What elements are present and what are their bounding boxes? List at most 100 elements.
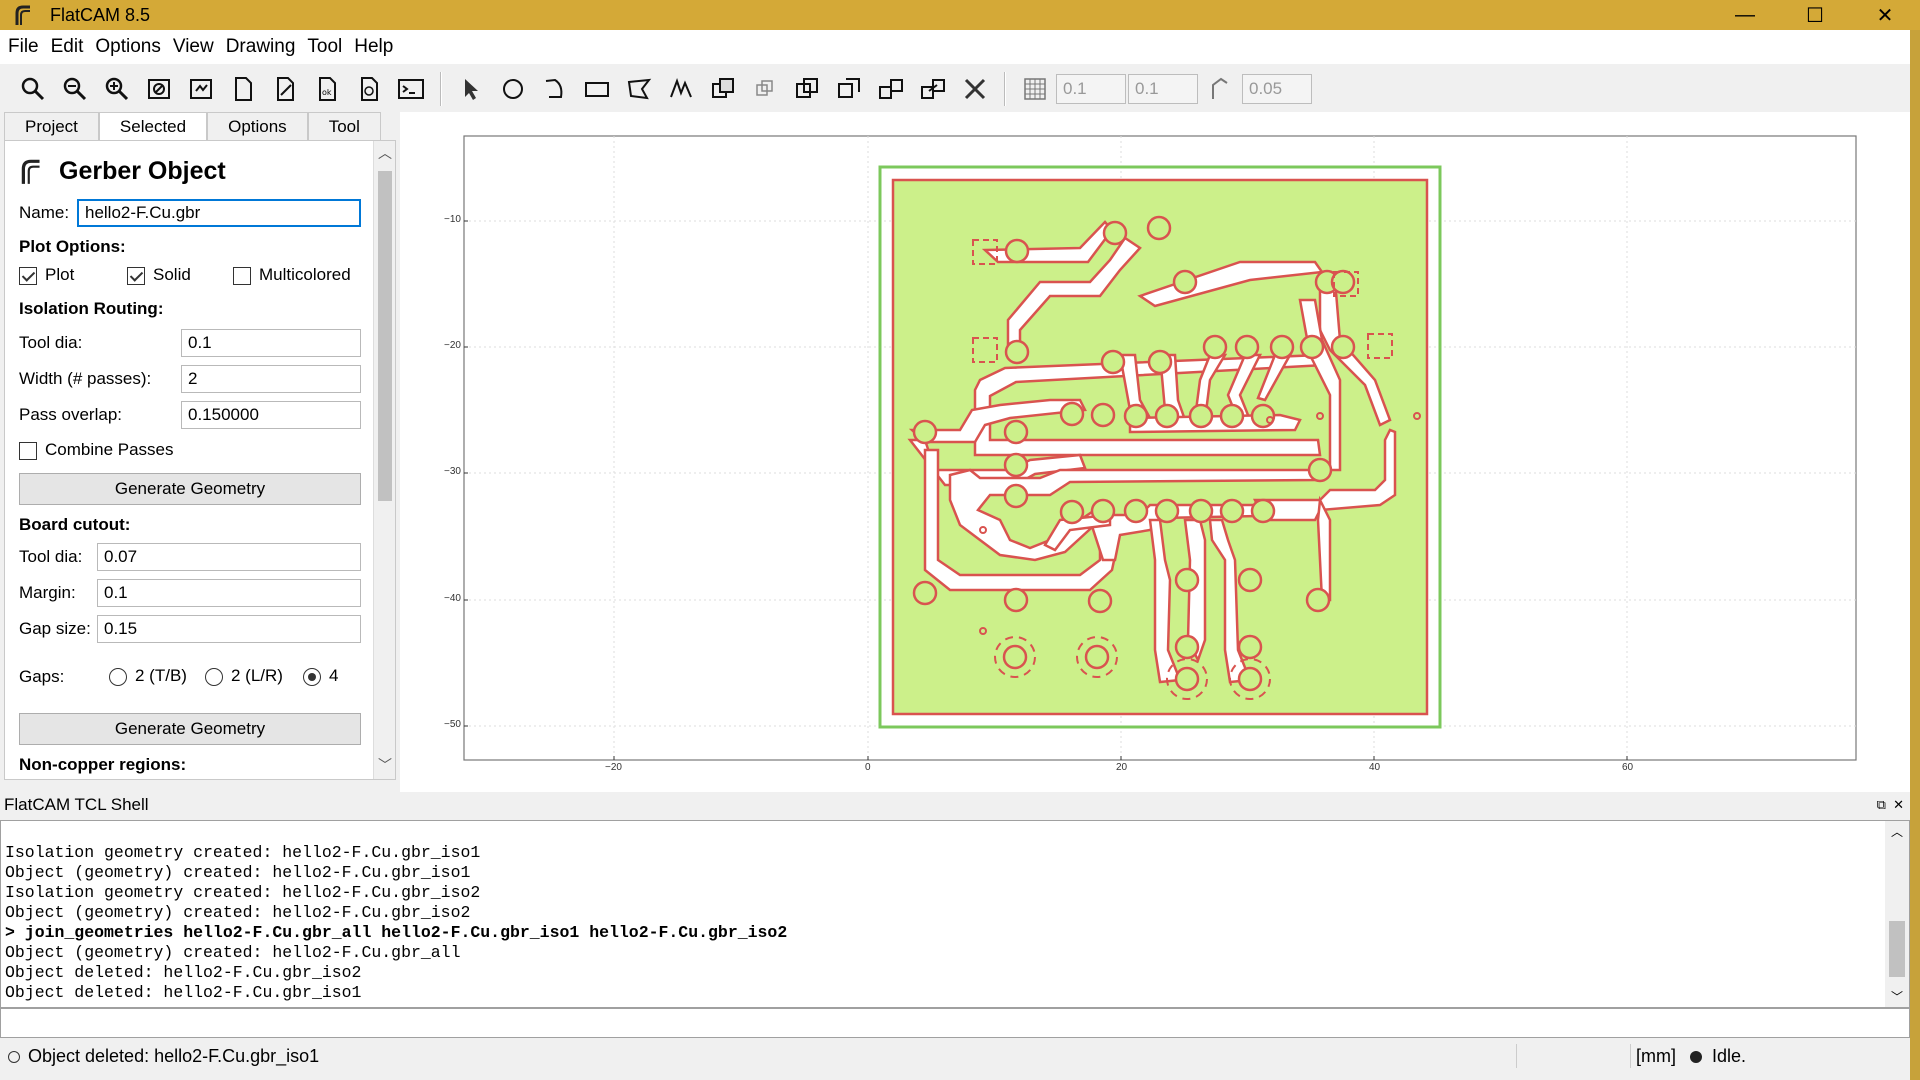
combine-passes-label: Combine Passes [45, 440, 174, 459]
intersection-tool-button[interactable] [747, 71, 783, 107]
minimize-button[interactable]: — [1735, 3, 1755, 26]
shell-close-icon[interactable]: ✕ [1893, 797, 1904, 812]
margin-field[interactable] [97, 579, 361, 607]
menu-tool[interactable]: Tool [307, 36, 343, 57]
corner-snap-button[interactable] [1203, 71, 1239, 107]
gap-lr-radio[interactable]: 2 (L/R) [205, 666, 283, 686]
arc-tool-button[interactable] [537, 71, 573, 107]
undock-icon[interactable]: ⧉ [1876, 797, 1886, 812]
menu-file[interactable]: File [8, 36, 39, 57]
gap-size-label: Gap size: [19, 619, 91, 638]
gap-tb-radio-icon [109, 667, 127, 686]
generate-geometry-button[interactable]: Generate Geometry [19, 473, 361, 505]
status-dot-icon [8, 1051, 20, 1064]
scroll-down-icon[interactable]: ﹀ [1890, 990, 1903, 1004]
tab-options[interactable]: Options [207, 112, 308, 140]
grid-y-field[interactable] [1128, 74, 1198, 104]
tab-project[interactable]: Project [4, 112, 99, 140]
shell-line: Isolation geometry created: hello2-F.Cu.… [5, 883, 481, 902]
path-tool-button[interactable] [663, 71, 699, 107]
union-icon [712, 78, 734, 98]
shell-output[interactable]: Isolation geometry created: hello2-F.Cu.… [0, 820, 1910, 1008]
maximize-button[interactable]: ☐ [1806, 4, 1824, 27]
plot-checkbox[interactable]: Plot [19, 265, 74, 285]
delete-object-button[interactable] [351, 71, 387, 107]
grid-x-field[interactable] [1056, 74, 1126, 104]
menu-view[interactable]: View [172, 36, 214, 57]
polygon-tool-button[interactable] [621, 71, 657, 107]
pass-overlap-field[interactable] [181, 401, 361, 429]
copy-tool-button[interactable] [873, 71, 909, 107]
name-field[interactable] [77, 199, 361, 227]
scroll-up-icon[interactable]: ︿ [378, 145, 392, 161]
plot-canvas[interactable] [400, 112, 1910, 792]
scroll-down-icon[interactable]: ﹀ [378, 757, 392, 773]
cutout-tool-dia-field[interactable] [97, 543, 361, 571]
width-passes-field[interactable] [181, 365, 361, 393]
menu-help[interactable]: Help [354, 36, 394, 57]
tab-selected[interactable]: Selected [98, 112, 208, 140]
rectangle-icon [585, 82, 609, 97]
panel-scrollbar[interactable]: ︿ ﹀ [373, 141, 395, 779]
copy-icon [879, 79, 903, 99]
y-tick-label: −30 [444, 466, 461, 477]
gap-size-field[interactable] [97, 615, 361, 643]
gerber-object-icon [21, 159, 40, 184]
edit-geometry-button[interactable] [267, 71, 303, 107]
selected-panel: Gerber Object Name: Plot Options: Plot S… [4, 140, 396, 780]
generate-cutout-button[interactable]: Generate Geometry [19, 713, 361, 745]
shell-command-input[interactable] [0, 1008, 1910, 1038]
shell-line: Object deleted: hello2-F.Cu.gbr_iso2 [5, 963, 362, 982]
gap-4-radio[interactable]: 4 [303, 666, 338, 686]
clear-plot-button[interactable] [141, 71, 177, 107]
zoom-fit-icon [21, 77, 45, 101]
shell-scrollbar[interactable]: ︿ ﹀ [1885, 821, 1909, 1007]
non-copper-regions-label: Non-copper regions: [19, 755, 187, 774]
x-tick-label: 0 [865, 762, 871, 773]
rectangle-tool-button[interactable] [579, 71, 615, 107]
plot-check-icon [19, 266, 37, 285]
cutout-tool-dia-label: Tool dia: [19, 547, 83, 566]
scroll-up-icon[interactable]: ︿ [1890, 825, 1903, 839]
shell-line: Object (geometry) created: hello2-F.Cu.g… [5, 863, 471, 882]
cut-tool-button[interactable] [831, 71, 867, 107]
move-icon [921, 79, 945, 99]
gap-tb-label: 2 (T/B) [135, 666, 187, 685]
menu-edit[interactable]: Edit [50, 36, 84, 57]
menu-drawing[interactable]: Drawing [225, 36, 296, 57]
select-tool-button[interactable] [453, 71, 489, 107]
board-outline [878, 165, 1442, 729]
name-label: Name: [19, 203, 70, 222]
update-geometry-button[interactable]: ok [309, 71, 345, 107]
solid-label: Solid [153, 265, 191, 284]
arc-icon [545, 78, 563, 98]
solid-checkbox[interactable]: Solid [127, 265, 191, 285]
combine-passes-checkbox[interactable]: Combine Passes [19, 440, 174, 460]
zoom-out-button[interactable] [57, 71, 93, 107]
zoom-in-button[interactable] [99, 71, 135, 107]
move-tool-button[interactable] [915, 71, 951, 107]
new-geometry-button[interactable] [225, 71, 261, 107]
units-label: [mm] [1636, 1046, 1676, 1066]
circle-icon [503, 79, 523, 99]
delete-shape-button[interactable] [957, 71, 993, 107]
close-button[interactable]: ✕ [1876, 4, 1894, 27]
menu-options[interactable]: Options [95, 36, 161, 57]
subtract-tool-button[interactable] [789, 71, 825, 107]
shell-header: FlatCAM TCL Shell ⧉ ✕ [0, 792, 1910, 818]
snap-max-field[interactable] [1242, 74, 1312, 104]
zoom-fit-button[interactable] [15, 71, 51, 107]
shell-button[interactable] [393, 71, 429, 107]
tool-dia-field[interactable] [181, 329, 361, 357]
grid-snap-button[interactable] [1017, 71, 1053, 107]
circle-tool-button[interactable] [495, 71, 531, 107]
tab-tool[interactable]: Tool [307, 112, 381, 140]
flatcam-logo-icon [15, 5, 30, 25]
gap-4-radio-icon [303, 667, 321, 686]
replot-button[interactable] [183, 71, 219, 107]
scroll-thumb[interactable] [378, 171, 392, 501]
union-tool-button[interactable] [705, 71, 741, 107]
gap-tb-radio[interactable]: 2 (T/B) [109, 666, 187, 686]
shell-scroll-thumb[interactable] [1889, 921, 1905, 977]
multicolored-checkbox[interactable]: Multicolored [233, 265, 351, 285]
